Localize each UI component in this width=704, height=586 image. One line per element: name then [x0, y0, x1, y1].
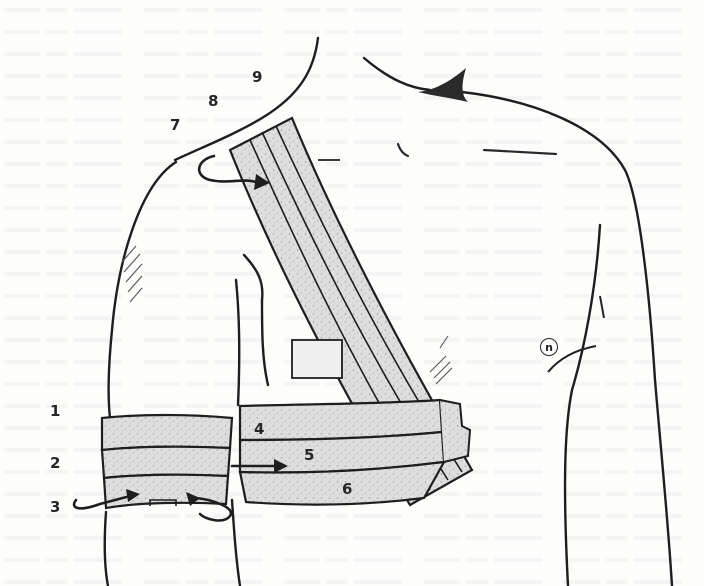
label-7: 7 — [170, 118, 180, 133]
label-2: 2 — [50, 456, 60, 471]
label-6: 6 — [342, 482, 352, 497]
label-3: 3 — [50, 500, 60, 515]
label-5: 5 — [304, 448, 314, 463]
label-1: 1 — [50, 404, 60, 419]
label-n: n — [540, 338, 558, 356]
label-9: 9 — [252, 70, 262, 85]
label-8: 8 — [208, 94, 218, 109]
label-4: 4 — [254, 422, 264, 437]
arm-bandage — [102, 415, 232, 508]
label-n-text: n — [545, 341, 553, 354]
